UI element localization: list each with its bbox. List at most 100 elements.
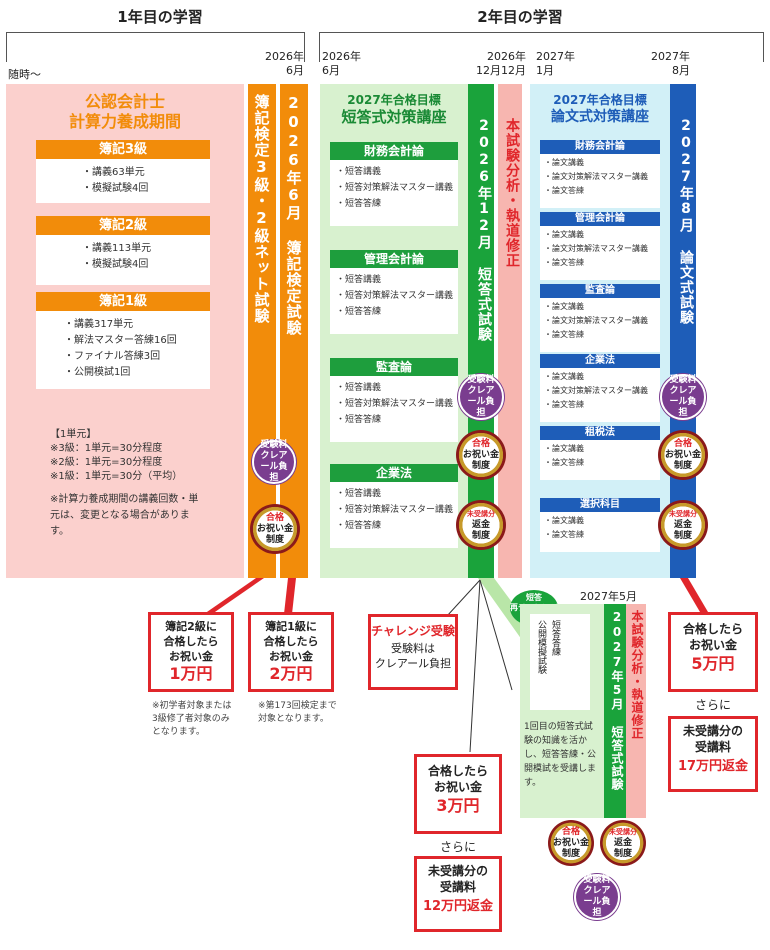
- connector-line: [479, 579, 513, 691]
- callout-line: お祝い金: [269, 650, 313, 663]
- date-2026-12: 2026年 12月12月: [470, 50, 526, 78]
- boki3-box: 簿記3級 講義63単元 模擬試験4回: [36, 140, 210, 203]
- callout-line: クレアール負担: [374, 657, 452, 670]
- list-item: 短答対策解法マスター講義: [336, 502, 458, 518]
- list-item: 講義113単元: [82, 241, 210, 257]
- refund-seal: 未受講分 返金 制度: [456, 500, 506, 550]
- short-answer-exam-strip: 2026年12月 短答式試験: [468, 84, 494, 578]
- date-year: 2026年: [322, 50, 361, 63]
- list-item: 論文講義: [544, 156, 660, 170]
- box-title: 管理会計論: [540, 212, 660, 226]
- sarani-label: さらに: [439, 840, 476, 854]
- seal-line: 制度: [613, 848, 632, 859]
- seal-line: 返金: [613, 837, 632, 848]
- callout-line: 受講料: [439, 880, 476, 894]
- box-title: 財務会計論: [330, 142, 458, 160]
- list-item: 短答対策解法マスター講義: [336, 396, 458, 412]
- panel-title: 2027年合格目標 短答式対策講座: [320, 92, 468, 127]
- callout-line: 合格したら: [263, 635, 319, 648]
- unit-note: ※2級：1単元=30分程度: [50, 457, 163, 468]
- box-items: 講義317単元 解法マスター答練16回 ファイナル答練3回 公開模試1回: [36, 311, 210, 389]
- callout-amount: 17万円返金: [677, 759, 749, 774]
- year2-header: 2年目の学習: [477, 8, 563, 26]
- list-item: 短答講義: [336, 380, 458, 396]
- date-2027-8: 2027年 8月: [640, 50, 690, 78]
- panel-title-line2: 論文式対策講座: [551, 109, 649, 125]
- seal-line: 返金: [471, 519, 490, 530]
- box-title: 簿記1級: [36, 292, 210, 311]
- panel-title: 2027年合格目標 論文式対策講座: [530, 92, 670, 127]
- footnote: ※計算力養成期間の講義回数・単元は、変更となる場合があります。: [50, 494, 199, 537]
- panel-title: 公認会計士 計算力養成期間: [6, 92, 244, 132]
- retry-desc: 1回目の短答式試験の知識を活かし、短答答練・公開模試を受講します。: [524, 722, 597, 788]
- list-item: 短答対策解法マスター講義: [336, 288, 458, 304]
- list-item: 論文講義: [544, 514, 660, 528]
- list-item: 論文答練: [544, 328, 660, 342]
- callout-line: お祝い金: [169, 650, 213, 663]
- callout-line: お祝い金: [688, 638, 737, 652]
- panel-title-line2: 短答式対策講座: [341, 108, 447, 126]
- list-item: 論文対策解法マスター講義: [544, 170, 660, 184]
- callout-line: 合格したら: [427, 764, 488, 778]
- sa-box-management: 管理会計論 短答講義 短答対策解法マスター講義 短答答練: [330, 250, 458, 334]
- panel-title-line1: 公認会計士: [84, 92, 165, 111]
- boki-exam-strip: 2026年6月 簿記検定試験: [280, 84, 308, 578]
- essay-reward-callout: 合格したら お祝い金 5万円: [668, 612, 758, 692]
- callout-line: 未受講分の: [682, 724, 743, 738]
- date-month: 12月12月: [476, 64, 526, 77]
- list-item: 論文答練: [544, 256, 660, 270]
- refund-seal: 未受講分 返金 制度: [600, 820, 646, 866]
- sarani-label: さらに: [694, 698, 731, 712]
- list-item: 短答答練: [336, 304, 458, 320]
- badge-line: 短答: [526, 593, 542, 602]
- list-item: 論文答練: [544, 398, 660, 412]
- callout-line: 未受講分の: [427, 864, 488, 878]
- connector-line: [469, 579, 481, 753]
- seal-line: 合格: [265, 512, 284, 523]
- date-month: 1月: [536, 64, 554, 77]
- date-month: 8月: [672, 64, 690, 77]
- unit-note: ※3級：1単元=30分程度: [50, 443, 163, 454]
- box-items: 論文講義 論文答練: [540, 440, 660, 480]
- date-year: 2026年: [265, 50, 304, 63]
- year2-bracket: [319, 32, 764, 62]
- callout-pointer: [680, 578, 708, 612]
- list-item: 短答答練: [550, 620, 560, 656]
- fee-seal: 受験料クレアール負担: [458, 374, 504, 420]
- congrats-seal: 合格 お祝い金 制度: [658, 430, 708, 480]
- seal-line: 返金: [673, 519, 692, 530]
- congrats-seal: 合格 お祝い金 制度: [456, 430, 506, 480]
- list-item: 論文講義: [544, 300, 660, 314]
- list-item: 論文対策解法マスター講義: [544, 242, 660, 256]
- box-title: 監査論: [540, 284, 660, 298]
- list-item: 論文講義: [544, 228, 660, 242]
- box-items: 論文講義 論文対策解法マスター講義 論文答練: [540, 368, 660, 422]
- box-items: 講義113単元 模擬試験4回: [36, 235, 210, 285]
- panel-title-line2: 計算力養成期間: [68, 112, 181, 131]
- list-item: 公開模試1回: [64, 365, 210, 381]
- essay-exam-strip: 2027年8月 論文式試験: [670, 84, 696, 578]
- congrats-seal: 合格 お祝い金 制度: [250, 504, 300, 554]
- callout-pointer: [284, 578, 296, 614]
- callout-line: 合格したら: [163, 635, 219, 648]
- panel-title-line1: 2027年合格目標: [553, 93, 647, 107]
- list-item: 解法マスター答練16回: [64, 333, 210, 349]
- box-title: 租税法: [540, 426, 660, 440]
- callout-amount: 5万円: [691, 654, 735, 673]
- box-title: 選択科目: [540, 498, 660, 512]
- list-item: 公開模擬試験: [536, 620, 546, 674]
- fee-seal: 受験料クレアール負担: [252, 440, 296, 484]
- retry-exam-strip: 2027年5月 短答式試験: [604, 604, 626, 818]
- essay-box-financial: 財務会計論 論文講義 論文対策解法マスター講義 論文答練: [540, 140, 660, 208]
- list-item: 論文答練: [544, 184, 660, 198]
- essay-box-audit: 監査論 論文講義 論文対策解法マスター講義 論文答練: [540, 284, 660, 352]
- list-item: 論文対策解法マスター講義: [544, 384, 660, 398]
- sa-box-financial: 財務会計論 短答講義 短答対策解法マスター講義 短答答練: [330, 142, 458, 226]
- seal-line: 未受講分: [609, 827, 637, 836]
- callout-amount: 1万円: [169, 664, 213, 683]
- box-title: 企業法: [330, 464, 458, 482]
- boki1-reward-callout: 簿記1級に 合格したら お祝い金 2万円: [248, 612, 334, 692]
- list-item: 短答講義: [336, 272, 458, 288]
- callout-amount: 2万円: [269, 664, 313, 683]
